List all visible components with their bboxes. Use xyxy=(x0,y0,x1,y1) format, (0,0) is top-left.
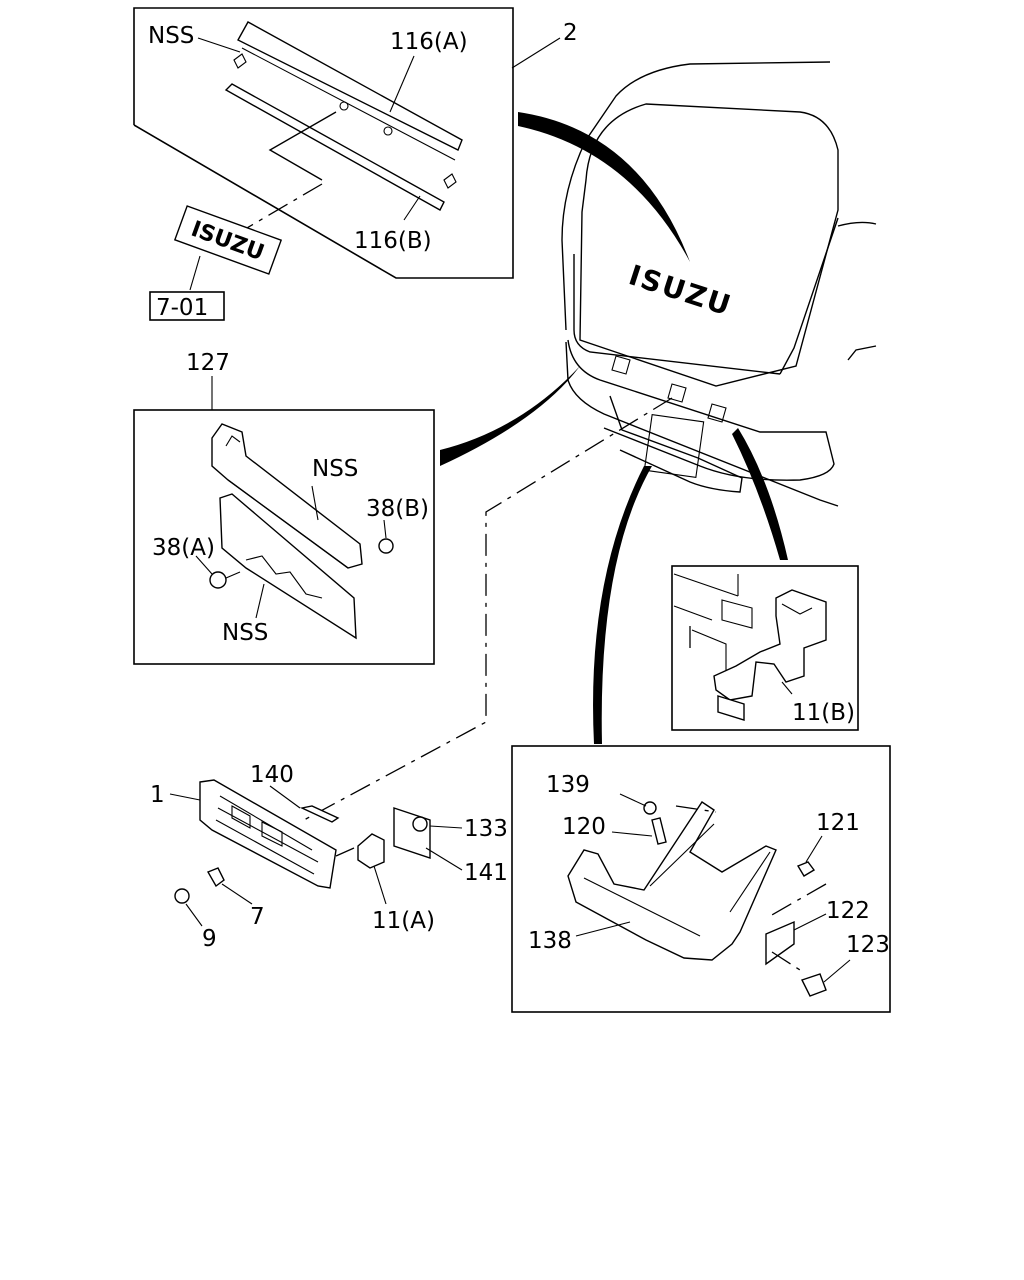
ref-box-7-01 xyxy=(149,291,225,321)
label-11a: 11(A) xyxy=(372,908,435,934)
label-38a: 38(A) xyxy=(152,535,215,561)
isuzu-emblem: ISUZU xyxy=(173,205,283,275)
detail-box-11b xyxy=(671,565,859,731)
label-116b: 116(B) xyxy=(354,228,432,254)
detail-box-molding: ISUZU xyxy=(133,7,514,291)
label-141: 141 xyxy=(464,860,508,886)
label-140: 140 xyxy=(250,762,294,788)
callout-arrow-grille xyxy=(440,366,580,466)
label-9: 9 xyxy=(202,926,217,952)
label-38b: 38(B) xyxy=(366,496,429,522)
label-7-01: 7-01 xyxy=(156,295,208,321)
callout-arrow-undercover xyxy=(593,466,652,744)
vehicle-front: ISUZU xyxy=(561,61,877,507)
label-127: 127 xyxy=(186,350,230,376)
label-nss-top: NSS xyxy=(148,23,194,49)
detail-box-127 xyxy=(133,376,435,665)
callout-arrow-bracket xyxy=(732,428,788,560)
label-133: 133 xyxy=(464,816,508,842)
label-nss-mid2: NSS xyxy=(222,620,268,646)
label-123: 123 xyxy=(846,932,890,958)
label-2: 2 xyxy=(563,20,578,46)
label-1: 1 xyxy=(150,782,165,808)
label-120: 120 xyxy=(562,814,606,840)
label-138: 138 xyxy=(528,928,572,954)
label-nss-mid1: NSS xyxy=(312,456,358,482)
label-7: 7 xyxy=(250,904,265,930)
label-122: 122 xyxy=(826,898,870,924)
label-11b: 11(B) xyxy=(792,700,855,726)
detail-box-138 xyxy=(511,745,891,1013)
callout-arrow-emblem xyxy=(518,112,690,262)
grille-parts xyxy=(169,779,463,927)
label-139: 139 xyxy=(546,772,590,798)
label-121: 121 xyxy=(816,810,860,836)
label-116a: 116(A) xyxy=(390,29,468,55)
